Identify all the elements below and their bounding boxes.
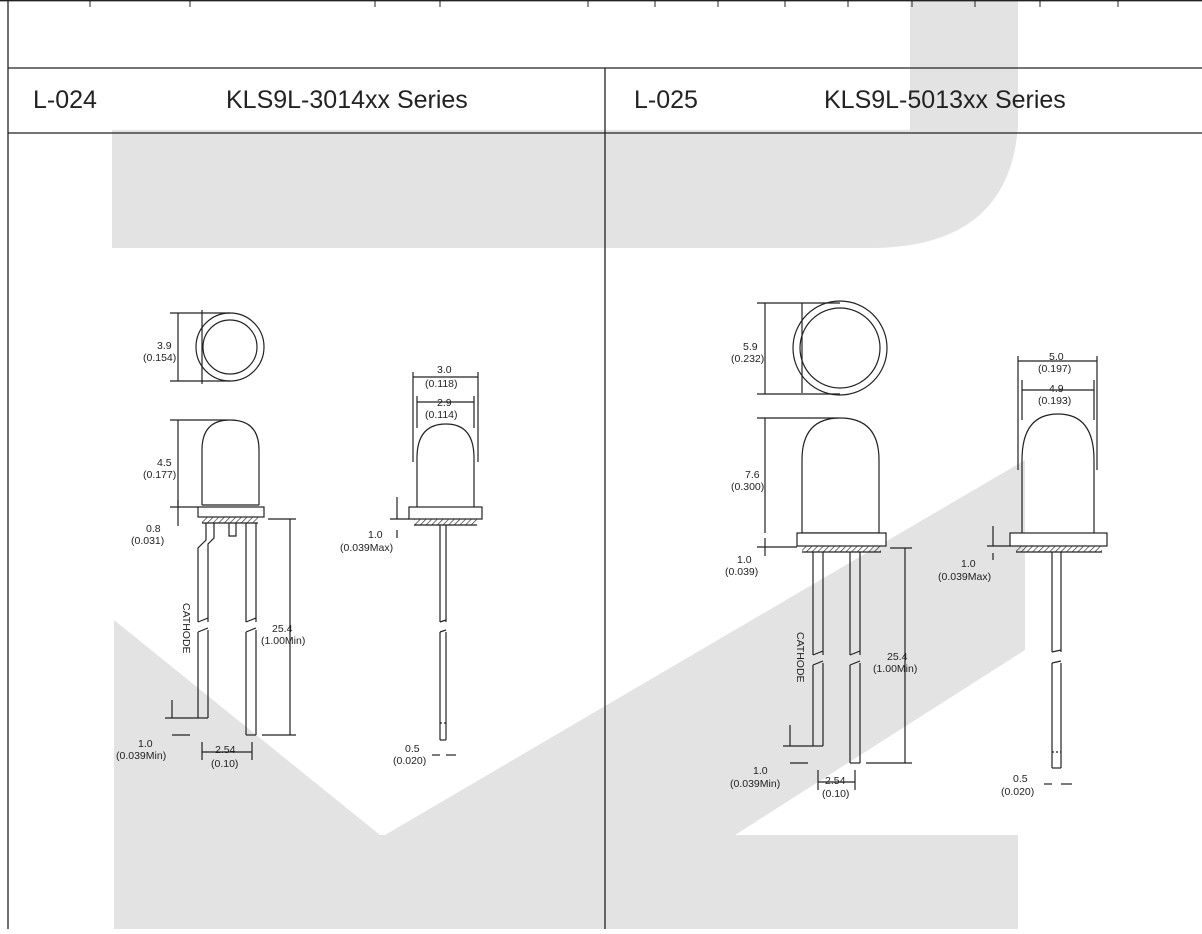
dim-side-flange-mm: 1.0 [368,529,383,541]
cathode-label: CATHODE [180,603,192,654]
dim-lens-h-in: (0.177) [143,469,176,481]
dim-inner-w-mm: 4.9 [1049,383,1064,395]
k-logo-watermark [112,0,1025,929]
dim-lens-dia-mm: 5.9 [743,341,758,353]
dim-inner-w-in: (0.114) [425,409,458,421]
dim-lead-end-mm: 1.0 [138,738,153,750]
dim-lead-len-in: (1.00Min) [261,635,305,647]
dim-lead-w-in: (0.020) [393,755,426,767]
dim-pitch-mm: 2.54 [215,744,236,756]
dim-lens-h-mm: 4.5 [157,457,172,469]
dim-flange-mm: 1.0 [737,554,752,566]
led-side-view-3mm [390,372,483,756]
led-drawing-5mm [757,300,912,790]
dimension-labels-3mm: 3.9 (0.154) 4.5 (0.177) 0.8 (0.031) 25.4… [116,340,458,770]
dim-flange-in: (0.031) [131,535,164,547]
dim-outer-w-in: (0.197) [1038,363,1071,375]
dim-lens-dia-in: (0.154) [143,352,176,364]
dim-inner-w-mm: 2.9 [437,397,452,409]
dim-lead-len-mm: 25.4 [887,651,908,663]
dim-lead-len-in: (1.00Min) [873,663,917,675]
dim-side-flange-mm: 1.0 [961,558,976,570]
panel-code-l025: L-025 [634,86,698,114]
dim-outer-w-mm: 5.0 [1049,351,1064,363]
dim-side-flange-in: (0.039Max) [938,571,991,583]
dim-lens-dia-mm: 3.9 [157,340,172,352]
cathode-label: CATHODE [794,632,806,683]
dim-outer-w-mm: 3.0 [437,364,452,376]
dim-lead-end-in: (0.039Min) [730,778,780,790]
dim-lens-dia-in: (0.232) [731,353,764,365]
dim-lead-w-mm: 0.5 [405,743,420,755]
led-side-view-5mm [987,356,1108,785]
panel-series-title: KLS9L-3014xx Series [226,86,468,114]
dim-lens-h-mm: 7.6 [745,469,760,481]
dim-lead-w-in: (0.020) [1001,786,1034,798]
dim-inner-w-in: (0.193) [1038,395,1071,407]
dim-lead-len-mm: 25.4 [272,623,293,635]
panel-series-title: KLS9L-5013xx Series [824,86,1066,114]
dim-lead-end-mm: 1.0 [753,765,768,777]
dim-pitch-in: (0.10) [211,758,238,770]
dim-lead-w-mm: 0.5 [1013,773,1028,785]
dim-pitch-mm: 2.54 [825,775,846,787]
dim-side-flange-in: (0.039Max) [340,542,393,554]
dimension-labels-5mm: 5.9 (0.232) 7.6 (0.300) 1.0 (0.039) 25.4… [725,341,1071,800]
dim-lead-end-in: (0.039Min) [116,750,166,762]
led-drawing-3mm [165,310,296,760]
panel-code-l024: L-024 [33,86,97,114]
dim-flange-mm: 0.8 [146,523,161,535]
dim-pitch-in: (0.10) [822,788,849,800]
dim-outer-w-in: (0.118) [425,378,458,390]
dim-flange-in: (0.039) [725,566,758,578]
dim-lens-h-in: (0.300) [731,481,764,493]
